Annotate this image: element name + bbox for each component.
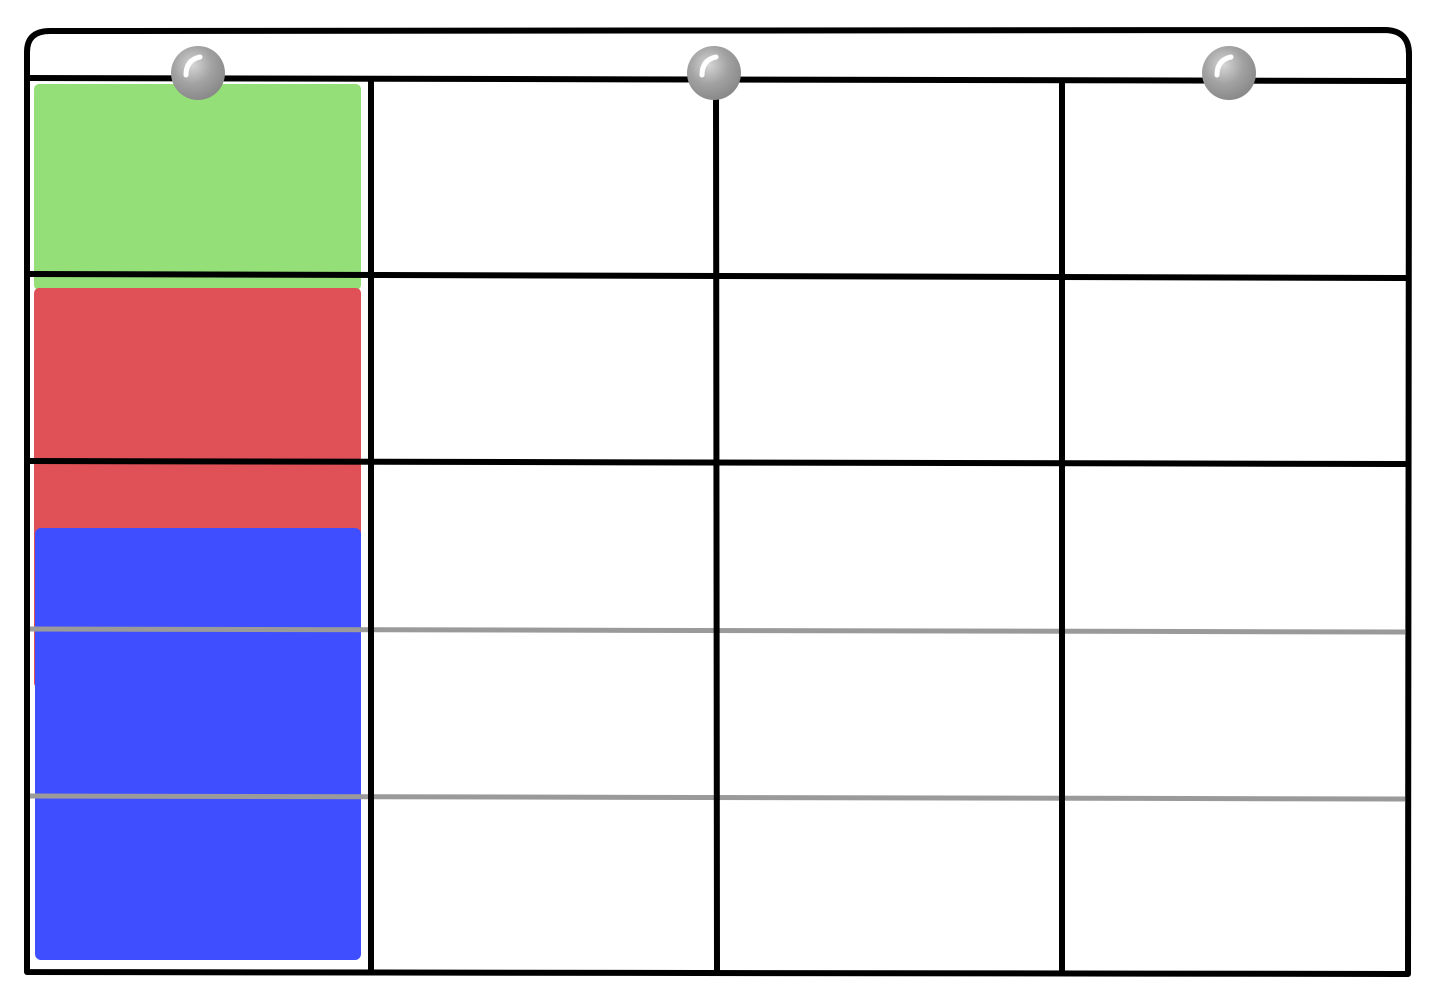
grid-lines [24,27,1412,977]
pin-middle-icon [687,46,741,100]
cards-layer [34,84,361,960]
blue-card[interactable] [35,528,361,960]
green-card[interactable] [34,84,361,290]
board-frame [24,27,1412,977]
pins-layer [171,46,1256,100]
pin-left-icon [171,46,225,100]
column-divider-2 [713,77,720,975]
pin-right-icon [1202,46,1256,100]
